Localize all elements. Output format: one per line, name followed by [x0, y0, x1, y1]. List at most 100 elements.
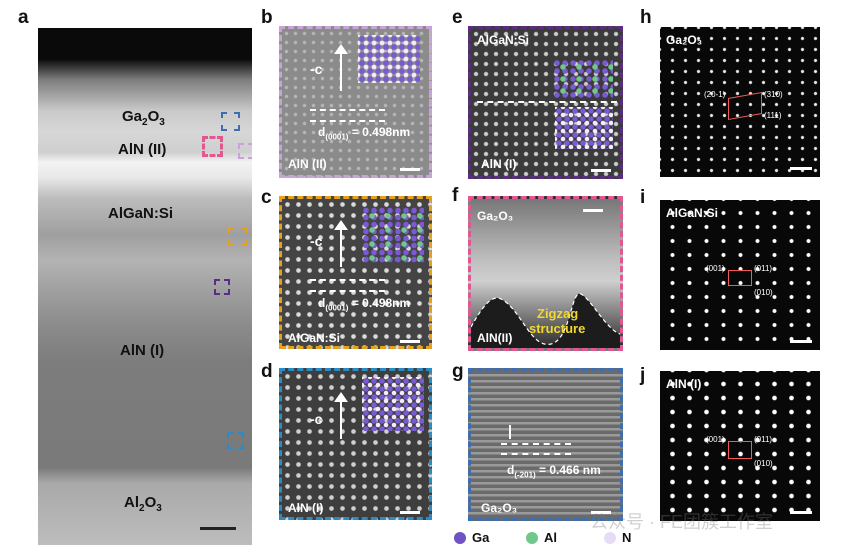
interface-line — [477, 101, 617, 103]
d-spacing-label: d(-201) = 0.466 nm — [507, 463, 601, 480]
spot-label-2: (011) — [754, 435, 773, 444]
hrtem-image-aln-ii: -c d(0001) = 0.498nm AlN (II) — [279, 26, 432, 178]
arrow-head — [334, 392, 348, 402]
spot-label-1: (001) — [706, 435, 725, 444]
diffraction-pattern-ga2o3: Ga₂O₃ (20-1) (310) (111) — [660, 27, 820, 177]
spacing-line-top — [310, 279, 385, 281]
image-label: AlN (II) — [288, 157, 327, 171]
atomic-model-inset-lower — [555, 107, 613, 149]
panel-label-j: j — [640, 365, 646, 386]
image-label: Ga₂O₃ — [666, 33, 703, 47]
scale-bar — [400, 340, 420, 343]
legend-label-ga: Ga — [472, 530, 490, 545]
region-marker-aln-ii-pink — [202, 136, 223, 157]
image-label-bottom: Ga₂O₃ — [481, 501, 518, 515]
scale-bar — [400, 168, 420, 171]
spot-label-2: (310) — [764, 90, 783, 99]
panel-label-i: i — [640, 187, 646, 208]
scale-bar — [583, 209, 603, 212]
atomic-model-inset — [362, 207, 424, 263]
scale-bar — [790, 511, 812, 514]
legend-item-al: Al — [526, 530, 557, 545]
region-marker-algan — [228, 227, 247, 246]
spot-label-3: (010) — [754, 459, 773, 468]
direction-arrow — [340, 51, 342, 91]
panel-label-b: b — [261, 7, 273, 28]
scale-bar — [790, 167, 812, 170]
panel-label-c: c — [261, 187, 272, 208]
direction-label: -c — [310, 61, 323, 77]
arrow-head — [334, 220, 348, 230]
image-label-bottom: AlN (I) — [481, 157, 517, 171]
spot-label-1: (20-1) — [704, 90, 726, 99]
d-spacing-label: d(0001) = 0.498nm — [318, 296, 411, 313]
direction-label: -c — [310, 411, 323, 427]
zigzag-annotation-line1: Zigzag — [537, 306, 579, 321]
unit-cell-outline — [728, 270, 752, 286]
diffraction-pattern-algan-si: AlGaN:Si (001) (011) (010) — [660, 200, 820, 350]
image-label-top: Ga₂O₃ — [477, 209, 514, 223]
layer-label-algan-si: AlGaN:Si — [108, 205, 174, 222]
panel-label-h: h — [640, 7, 652, 28]
hrtem-image-ga2o3: d(-201) = 0.466 nm Ga₂O₃ — [468, 368, 623, 521]
scale-bar — [591, 169, 611, 172]
panel-label-g: g — [452, 361, 464, 382]
zigzag-outline — [471, 293, 620, 348]
scale-bar — [200, 527, 236, 530]
panel-label-a: a — [18, 7, 29, 28]
legend-label-n: N — [622, 530, 632, 545]
spot-label-3: (111) — [764, 111, 782, 120]
layer-label-al2o3: Al2O3 — [124, 494, 162, 514]
spacing-line-top — [310, 109, 385, 111]
stem-image-zigzag: Ga₂O₃ Zigzag structure AlN(II) — [468, 196, 623, 351]
diffraction-pattern-aln-i: AlN (I) (001) (011) (010) — [660, 371, 820, 521]
spacing-line-top — [501, 443, 571, 445]
region-marker-aln-i — [227, 432, 244, 449]
unit-cell-outline — [728, 92, 762, 120]
image-label: AlN (I) — [288, 501, 324, 515]
direction-arrow — [509, 425, 511, 439]
d-spacing-label: d(0001) = 0.498nm — [318, 125, 411, 142]
spacing-line-bottom — [310, 290, 385, 292]
atomic-model-inset-upper — [553, 59, 613, 99]
spot-label-3: (010) — [754, 288, 773, 297]
atomic-model-inset — [358, 35, 420, 83]
cross-section-stem-image: Ga2O3 AlN (II) AlGaN:Si AlN (I) Al2O3 — [38, 28, 252, 545]
scale-bar — [400, 511, 420, 514]
legend-item-n: N — [604, 530, 631, 545]
hrtem-image-aln-i: -c AlN (I) — [279, 368, 432, 520]
panel-label-e: e — [452, 7, 463, 28]
layer-label-ga2o3: Ga2O3 — [122, 108, 165, 128]
legend-label-al: Al — [544, 530, 557, 545]
legend-swatch-n — [604, 531, 616, 544]
image-label: AlGaN:Si — [288, 331, 341, 345]
spacing-line-bottom — [310, 120, 385, 122]
image-label-bottom: AlN(II) — [477, 331, 513, 345]
unit-cell-outline — [728, 441, 752, 459]
direction-label: -c — [310, 233, 323, 249]
layer-label-aln-i: AlN (I) — [120, 342, 165, 359]
region-marker-aln-ii-purple — [238, 143, 252, 159]
layer-label-aln-ii: AlN (II) — [118, 141, 167, 158]
image-label-top: AlGaN:Si — [477, 33, 530, 47]
hrtem-image-interface: AlGaN:Si AlN (I) — [468, 26, 623, 179]
legend-swatch-al — [526, 531, 538, 544]
watermark-text: 公众号 · FE团簇工作室 — [590, 512, 773, 532]
direction-arrow — [340, 399, 342, 439]
panel-label-f: f — [452, 185, 459, 206]
legend-item-ga: Ga — [454, 530, 489, 545]
zigzag-annotation-line2: structure — [529, 321, 586, 336]
spacing-line-bottom — [501, 453, 571, 455]
legend-swatch-ga — [454, 531, 466, 544]
atomic-model-inset — [362, 377, 424, 431]
spot-label-2: (011) — [754, 264, 773, 273]
region-marker-ga2o3 — [221, 112, 240, 131]
hrtem-image-algan-si: -c d(0001) = 0.498nm AlGaN:Si — [279, 196, 432, 349]
region-marker-interface — [214, 279, 230, 295]
image-label: AlN (I) — [666, 377, 702, 391]
panel-label-d: d — [261, 361, 273, 382]
direction-arrow — [340, 227, 342, 267]
spot-label-1: (001) — [706, 264, 725, 273]
scale-bar — [591, 511, 611, 514]
arrow-head — [334, 44, 348, 54]
